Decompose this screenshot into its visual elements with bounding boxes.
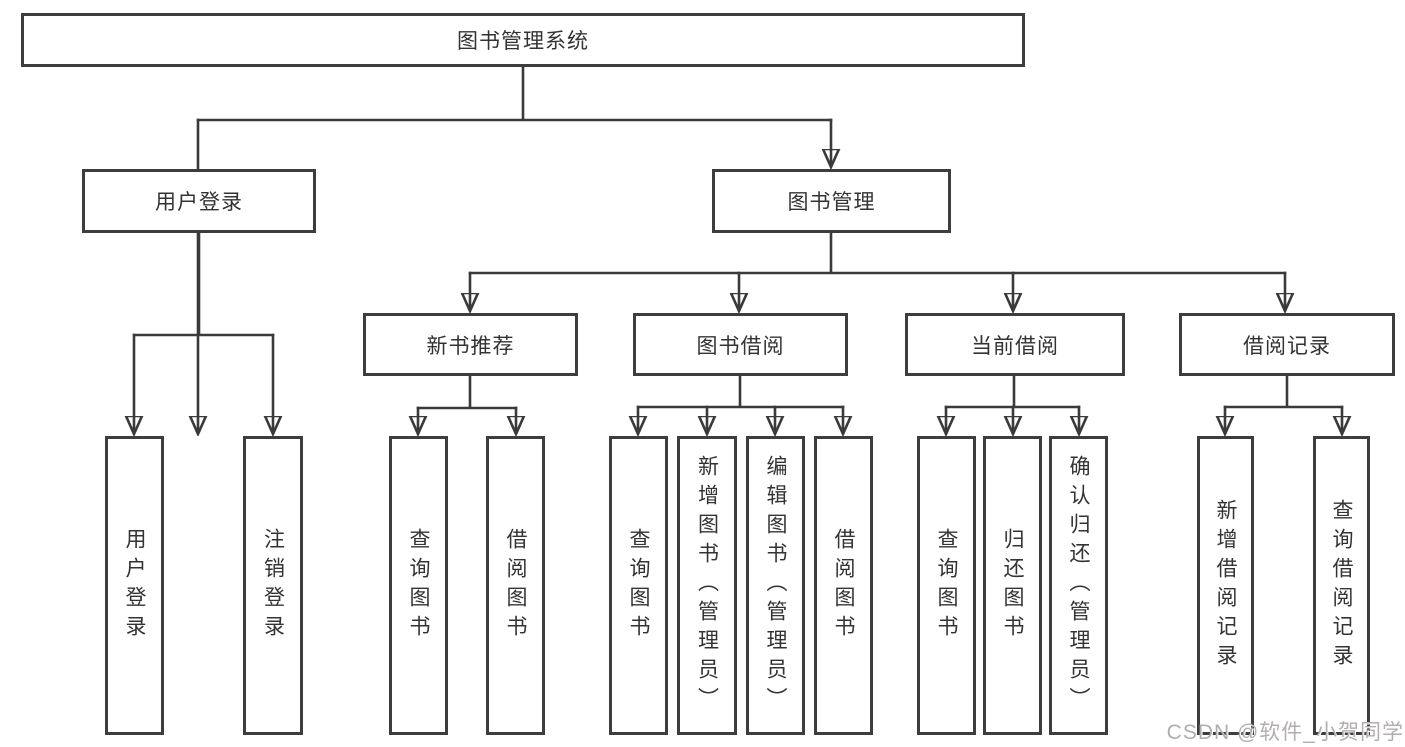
connector-new-book-children	[418, 374, 516, 433]
leaf-label: 新增图书（管理员）	[695, 455, 719, 716]
connector-root-to-level2	[198, 65, 831, 433]
leaf-label: 新增借阅记录	[1214, 498, 1237, 673]
node-borrowing-label: 图书借阅	[696, 334, 785, 358]
leaf-label: 查询图书	[935, 527, 958, 644]
node-leaf-confirm-return-admin: 确认归还（管理员）	[1049, 436, 1108, 735]
connector-user-login-children	[134, 231, 273, 433]
leaf-label: 编辑图书（管理员）	[764, 455, 787, 716]
node-leaf-logout: 注销登录	[243, 436, 303, 735]
node-leaf-return-book: 归还图书	[983, 436, 1042, 735]
csdn-watermark: CSDN @软件_小贺同学	[1166, 721, 1404, 744]
node-leaf-user-login: 用户登录	[105, 436, 164, 735]
node-records-label: 借阅记录	[1243, 334, 1331, 358]
node-book-mgmt: 图书管理	[712, 169, 951, 233]
leaf-label: 归还图书	[1001, 527, 1024, 644]
node-book-mgmt-label: 图书管理	[787, 191, 876, 214]
connector-current-children	[946, 374, 1079, 433]
node-current: 当前借阅	[905, 313, 1125, 376]
leaf-label: 注销登录	[261, 527, 285, 644]
node-leaf-query-book-1: 查询图书	[389, 436, 448, 735]
node-leaf-borrow-book-1: 借阅图书	[486, 436, 545, 735]
connector-borrowing-children	[638, 374, 843, 433]
node-current-label: 当前借阅	[971, 334, 1059, 358]
leaf-label: 查询图书	[407, 527, 430, 644]
leaf-label: 用户登录	[123, 527, 146, 644]
node-borrowing: 图书借阅	[633, 313, 848, 376]
leaf-label: 确认归还（管理员）	[1067, 455, 1090, 716]
leaf-label: 借阅图书	[504, 527, 527, 644]
node-user-login: 用户登录	[82, 169, 316, 233]
connector-book-mgmt-sections	[470, 231, 1285, 310]
leaf-label: 查询借阅记录	[1330, 498, 1353, 673]
node-new-book-label: 新书推荐	[426, 334, 515, 358]
node-leaf-edit-book-admin: 编辑图书（管理员）	[746, 436, 805, 735]
node-leaf-add-record: 新增借阅记录	[1197, 436, 1254, 735]
node-leaf-query-record: 查询借阅记录	[1313, 436, 1370, 735]
node-root: 图书管理系统	[21, 13, 1025, 67]
leaf-label: 查询图书	[627, 527, 650, 644]
node-leaf-query-book-2: 查询图书	[609, 436, 668, 735]
node-root-label: 图书管理系统	[457, 30, 589, 53]
node-leaf-query-book-3: 查询图书	[917, 436, 976, 735]
node-leaf-borrow-book-2: 借阅图书	[814, 436, 873, 735]
leaf-label: 借阅图书	[832, 527, 855, 644]
node-new-book: 新书推荐	[363, 313, 578, 376]
node-records: 借阅记录	[1179, 313, 1395, 376]
connector-records-children	[1225, 374, 1342, 433]
node-user-login-label: 用户登录	[155, 191, 243, 214]
node-leaf-add-book-admin: 新增图书（管理员）	[677, 436, 737, 735]
